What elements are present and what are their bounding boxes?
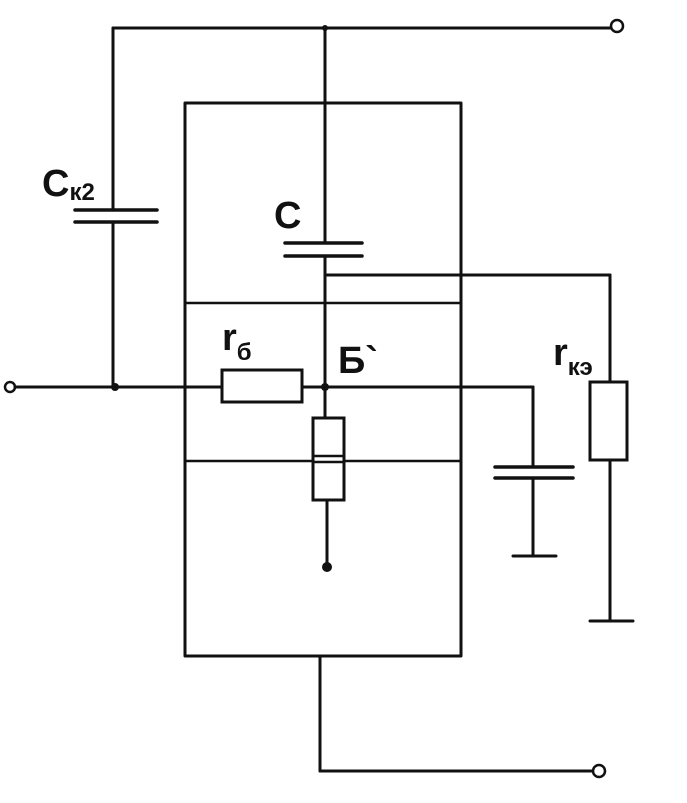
- label-rke-sub: кэ: [568, 354, 593, 381]
- terminal-bottom-right: [591, 763, 607, 779]
- label-rb-main: r: [222, 317, 237, 359]
- junction-top-center: [322, 25, 328, 31]
- label-c: C: [274, 195, 301, 237]
- transistor-body-outline: [183, 101, 463, 658]
- label-b-prime: Б`: [338, 340, 378, 382]
- label-ck2-main: C: [42, 163, 69, 205]
- rb-resistor: [220, 368, 304, 404]
- label-rb: rб: [222, 317, 252, 366]
- label-ck2: Cк2: [42, 163, 95, 206]
- label-ck2-sub: к2: [69, 179, 94, 206]
- inner-node-bottom: [322, 562, 332, 572]
- terminal-top-right: [609, 18, 625, 34]
- emitter-resistor: [311, 416, 346, 502]
- label-rke: rкэ: [553, 332, 593, 381]
- label-rke-main: r: [553, 332, 568, 374]
- rke-resistor: [588, 380, 629, 462]
- label-rb-sub: б: [237, 339, 252, 366]
